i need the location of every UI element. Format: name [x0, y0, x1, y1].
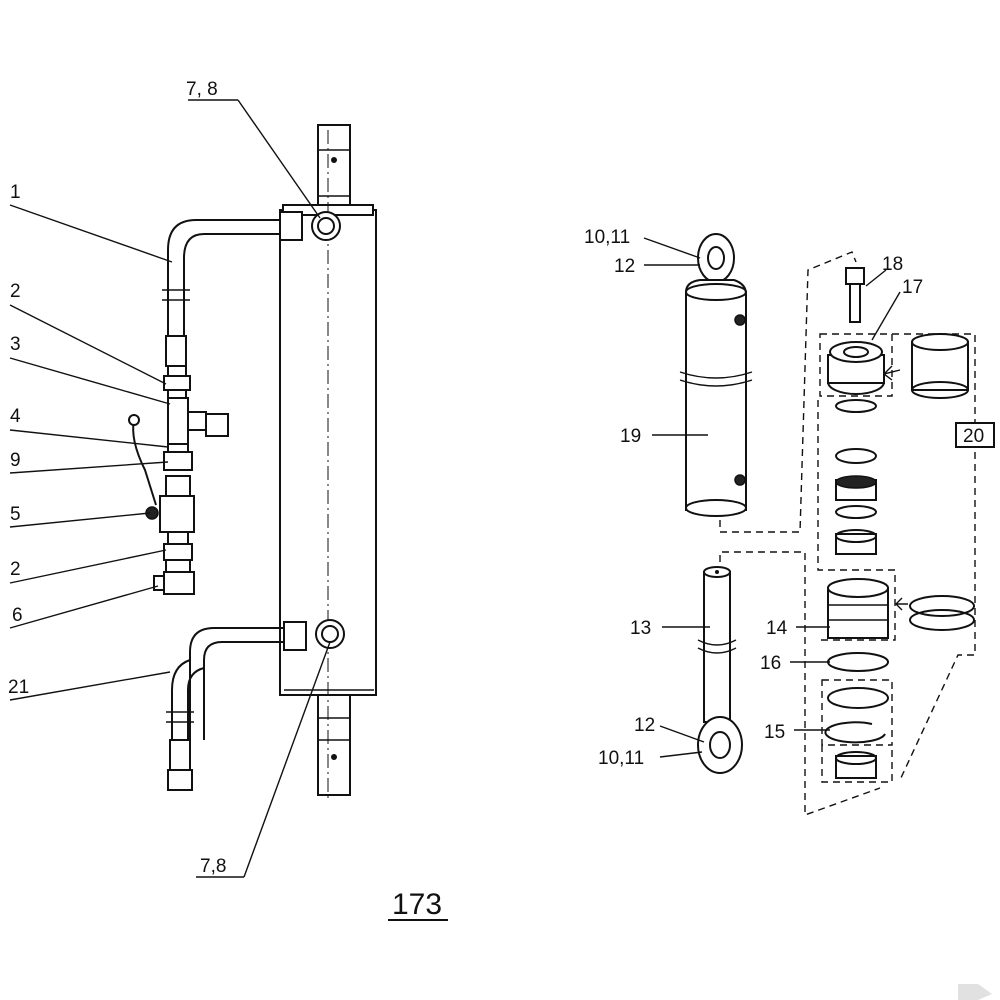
callout-19: 19 — [620, 426, 641, 447]
callout-12-top: 12 — [614, 256, 635, 277]
callout-15: 15 — [764, 722, 785, 743]
callout-labels: 7, 8 1 2 3 4 9 5 2 6 21 7,8 10,11 12 18 … — [8, 79, 923, 877]
callout-7-8-top: 7, 8 — [186, 79, 218, 100]
callout-2b: 2 — [10, 559, 21, 580]
piston-rod-13 — [697, 566, 743, 774]
callout-16: 16 — [760, 653, 781, 674]
kit-label-box: 20 — [955, 422, 995, 448]
callout-3: 3 — [10, 334, 21, 355]
callout-6: 6 — [12, 605, 23, 626]
callout-1: 1 — [10, 182, 21, 203]
callout-7-8-bot: 7,8 — [200, 856, 226, 877]
assembled-cylinder — [279, 124, 377, 800]
dashed-outlines — [719, 251, 976, 816]
callout-5: 5 — [10, 504, 21, 525]
callout-10-11-top: 10,11 — [584, 227, 630, 248]
figure-title: 173 — [392, 888, 442, 921]
leader-lines — [9, 99, 908, 878]
callout-10-11-bot: 10,11 — [598, 748, 644, 769]
callout-17: 17 — [902, 277, 923, 298]
callout-12-bot: 12 — [634, 715, 655, 736]
callout-9: 9 — [10, 450, 21, 471]
callout-4: 4 — [10, 406, 21, 427]
callout-13: 13 — [630, 618, 651, 639]
seal-stack — [824, 267, 975, 779]
upper-hydraulic-pipe — [162, 219, 280, 367]
cylinder-barrel-19 — [679, 233, 753, 517]
callout-2a: 2 — [10, 281, 21, 302]
kit-label-20: 20 — [963, 426, 984, 447]
lower-hydraulic-pipe — [166, 627, 284, 791]
callout-14: 14 — [766, 618, 788, 639]
callout-18: 18 — [882, 254, 903, 275]
valve-assembly — [128, 365, 229, 595]
watermark-logo — [958, 984, 992, 1000]
figure-number: 173 — [388, 888, 448, 921]
callout-21: 21 — [8, 677, 29, 698]
